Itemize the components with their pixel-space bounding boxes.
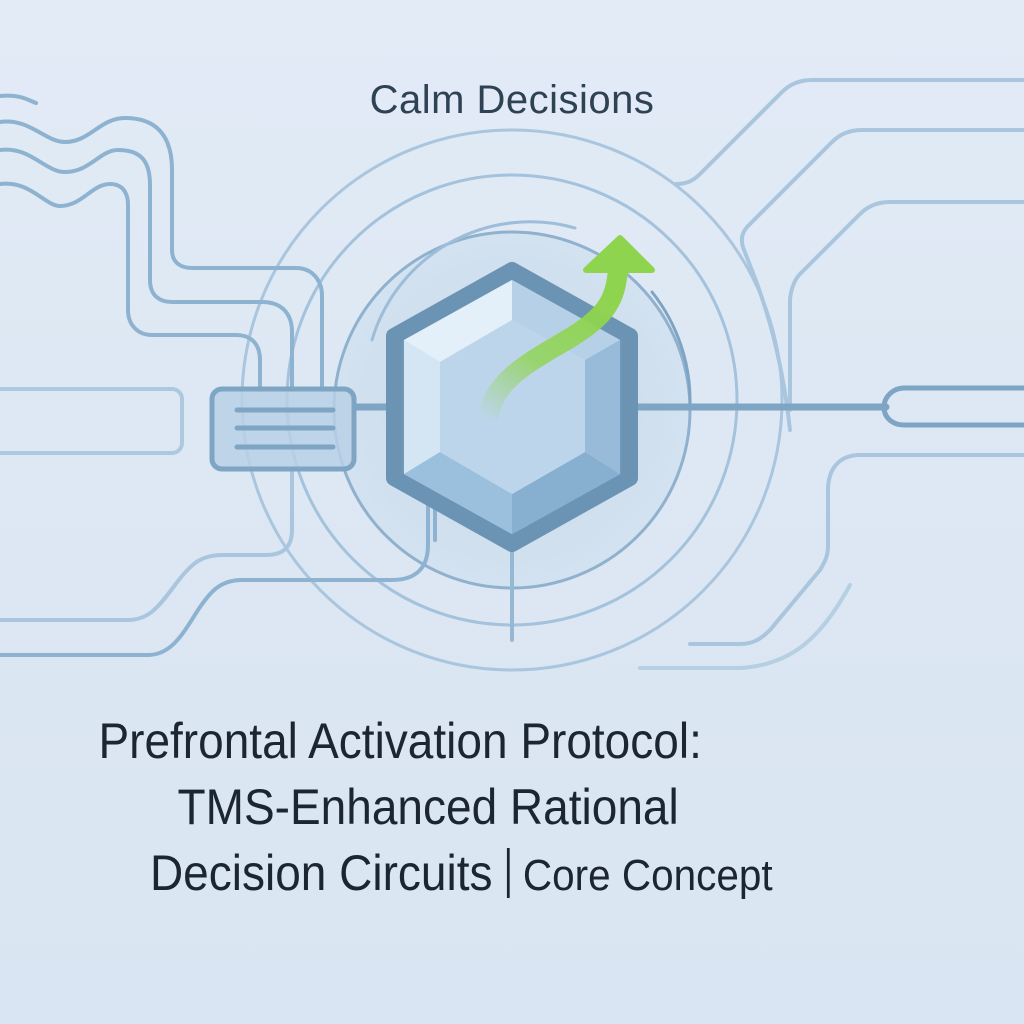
right-connector xyxy=(632,385,1024,428)
title-line-3: Decision Circuits Core Concept xyxy=(150,840,773,909)
circuit-chip-icon xyxy=(209,386,390,472)
upward-curved-arrow-icon xyxy=(478,235,655,422)
right-circuit-traces xyxy=(638,78,1024,670)
left-lower-traces xyxy=(0,468,430,657)
title-line-3-main: Decision Circuits xyxy=(149,845,493,901)
title-line-2: TMS-Enhanced Rational xyxy=(177,779,679,835)
ring-inner-arc-right xyxy=(650,290,692,407)
title-line-1: Prefrontal Activation Protocol: xyxy=(98,713,702,769)
eyebrow-title: Calm Decisions xyxy=(369,78,655,122)
title-tag: Core Concept xyxy=(522,851,773,900)
ring-inner-arc xyxy=(370,220,577,342)
title-separator xyxy=(507,848,510,898)
left-outline-box xyxy=(0,387,184,455)
left-circuit-traces xyxy=(0,93,324,392)
